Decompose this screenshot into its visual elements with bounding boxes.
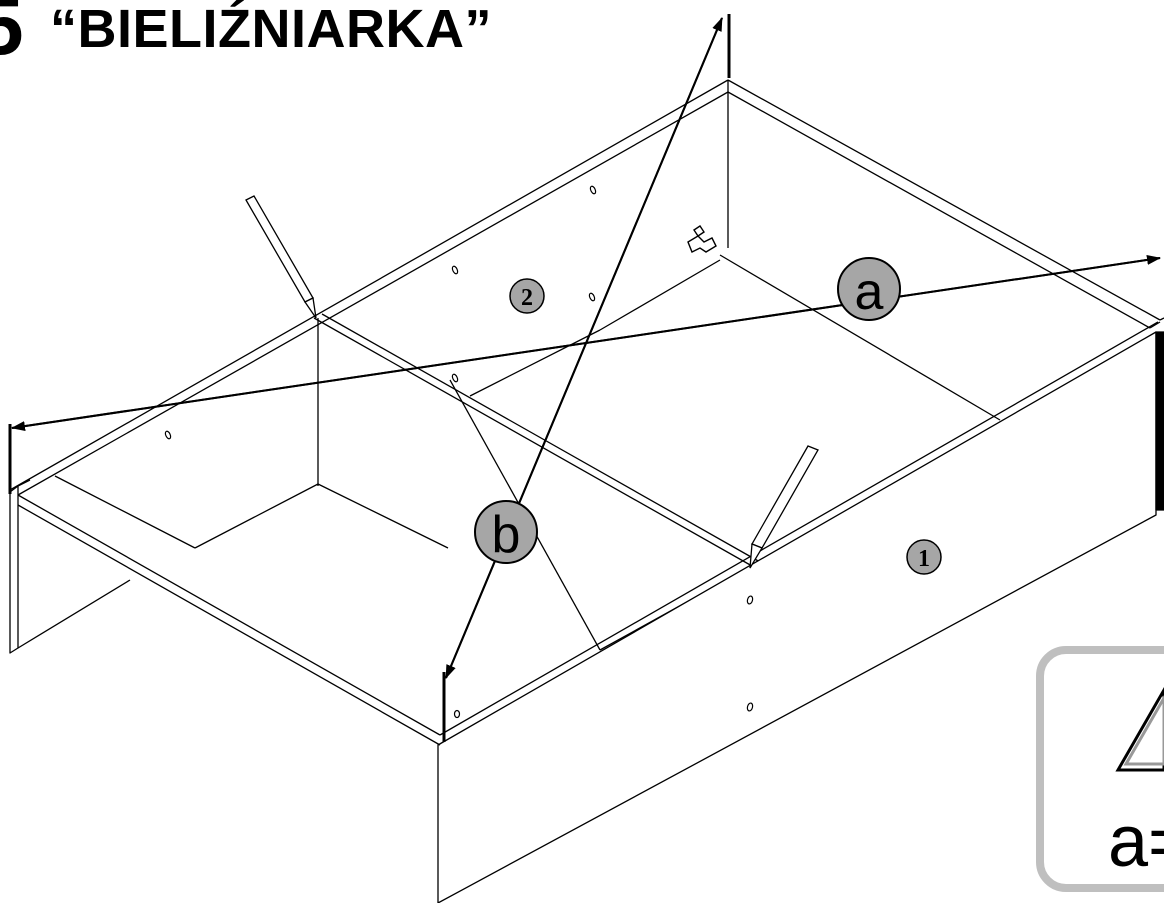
back-top-edges	[9, 79, 1161, 496]
front-panel	[17, 321, 1164, 903]
left-side-panel	[9, 479, 131, 654]
dimension-lines	[8, 14, 1161, 742]
part-marker-1-label: 1	[918, 546, 930, 572]
callout-b: b	[474, 500, 538, 564]
page-title: “BIELIŹNIARKA”	[50, 0, 492, 59]
part-marker-2-label: 2	[521, 285, 533, 311]
callout-a-label: a	[855, 263, 884, 321]
pencil-right-tip-icon	[749, 543, 763, 569]
right-panel	[1159, 317, 1164, 321]
pencil-markers	[245, 195, 819, 569]
callout-a: a	[837, 257, 901, 321]
part-marker-2: 2	[509, 278, 545, 314]
fitting-icon	[687, 225, 717, 253]
pencil-left-tip-icon	[304, 297, 317, 319]
inner-floor	[54, 254, 1001, 549]
warning-triangle-icon	[1115, 686, 1164, 772]
pencil-left-icon	[245, 195, 314, 303]
cabinet-body	[9, 79, 1164, 903]
part-marker-1: 1	[906, 539, 942, 575]
warning-box: a=	[1036, 646, 1164, 892]
dowel-holes	[164, 185, 754, 719]
callout-b-label: b	[492, 506, 521, 564]
warning-formula: a=	[1108, 802, 1164, 882]
step-number: 5	[0, 0, 24, 72]
